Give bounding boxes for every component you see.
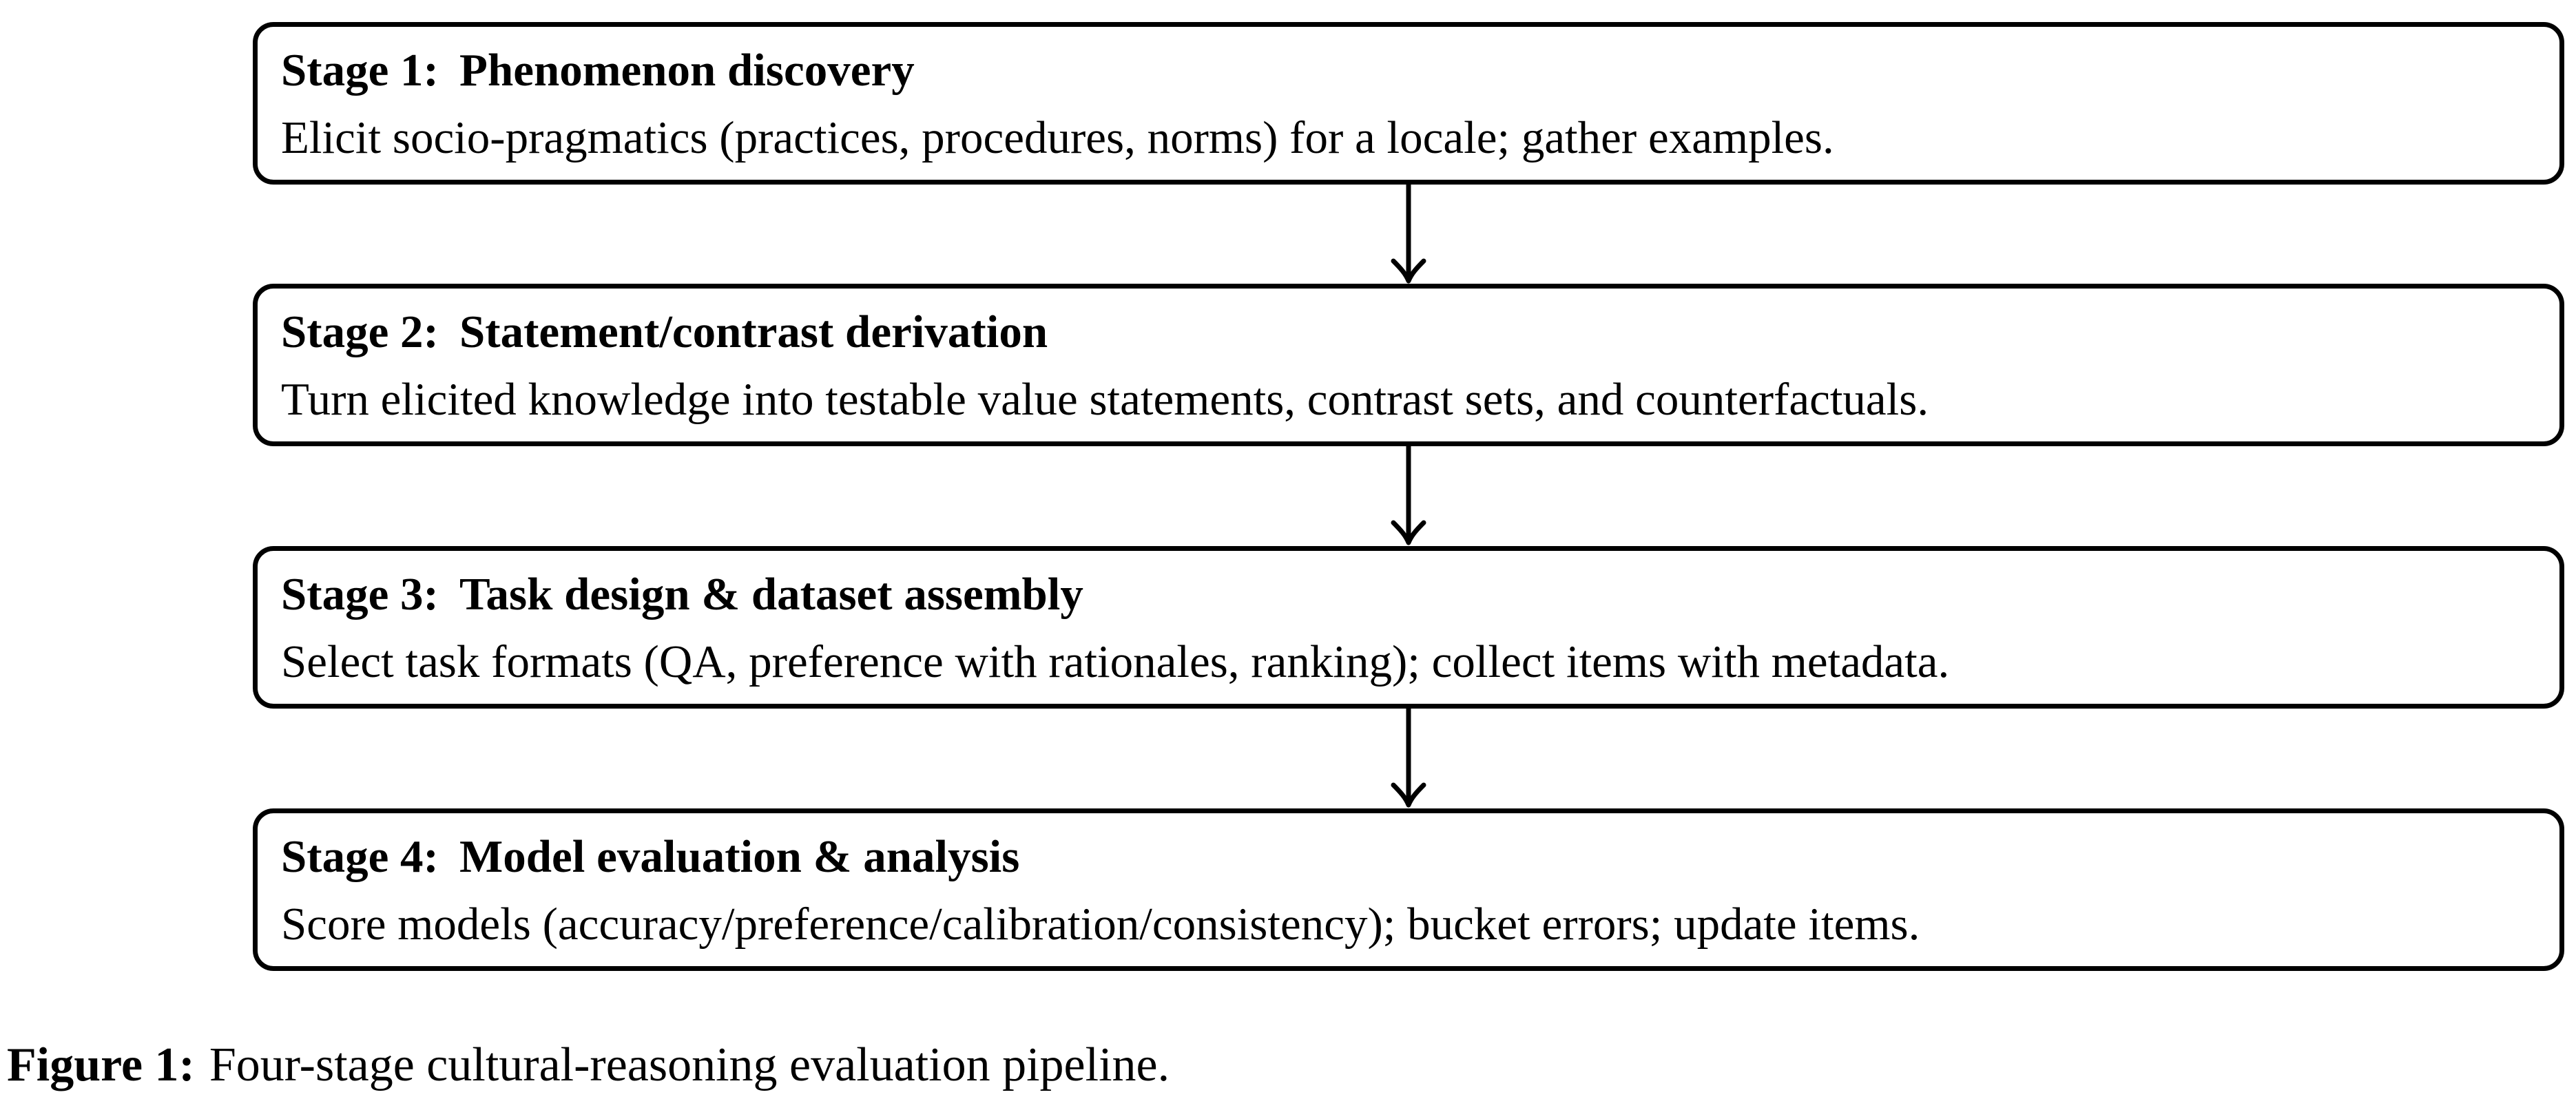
stage-1-box: Stage 1: Phenomenon discovery Elicit soci… [253,22,2564,185]
stage-2-title: Stage 2: Statement/contrast derivation [281,298,2546,366]
stage-1-heading: Phenomenon discovery [459,45,915,96]
stage-2-description: Turn elicited knowledge into testable va… [281,374,1929,425]
stage-3-description: Select task formats (QA, preference with… [281,636,1950,687]
down-arrow-icon [1378,445,1440,545]
stage-1-prefix: Stage 1: [281,45,439,96]
stage-2-box: Stage 2: Statement/contrast derivation Tu… [253,284,2564,446]
stage-3-box: Stage 3: Task design & dataset assembly S… [253,546,2564,709]
stage-3-prefix: Stage 3: [281,569,439,620]
down-arrow-icon [1378,707,1440,808]
stage-1-description: Elicit socio-pragmatics (practices, proc… [281,112,1834,163]
stage-3-heading: Task design & dataset assembly [459,569,1083,620]
figure-caption-label: Figure 1: [7,1038,195,1091]
stage-4-prefix: Stage 4: [281,831,439,882]
stage-4-heading: Model evaluation & analysis [459,831,1020,882]
figure-caption-text: Four-stage cultural-reasoning evaluation… [209,1038,1170,1091]
stage-4-title: Stage 4: Model evaluation & analysis [281,823,2546,890]
stage-1-title: Stage 1: Phenomenon discovery [281,36,2546,104]
stage-2-heading: Statement/contrast derivation [459,306,1048,357]
figure-caption: Figure 1: Four-stage cultural-reasoning e… [7,1029,1170,1102]
stage-4-box: Stage 4: Model evaluation & analysis Scor… [253,808,2564,971]
down-arrow-icon [1378,183,1440,284]
stage-4-description: Score models (accuracy/preference/calibr… [281,899,1920,950]
stage-2-prefix: Stage 2: [281,306,439,357]
stage-3-title: Stage 3: Task design & dataset assembly [281,561,2546,628]
